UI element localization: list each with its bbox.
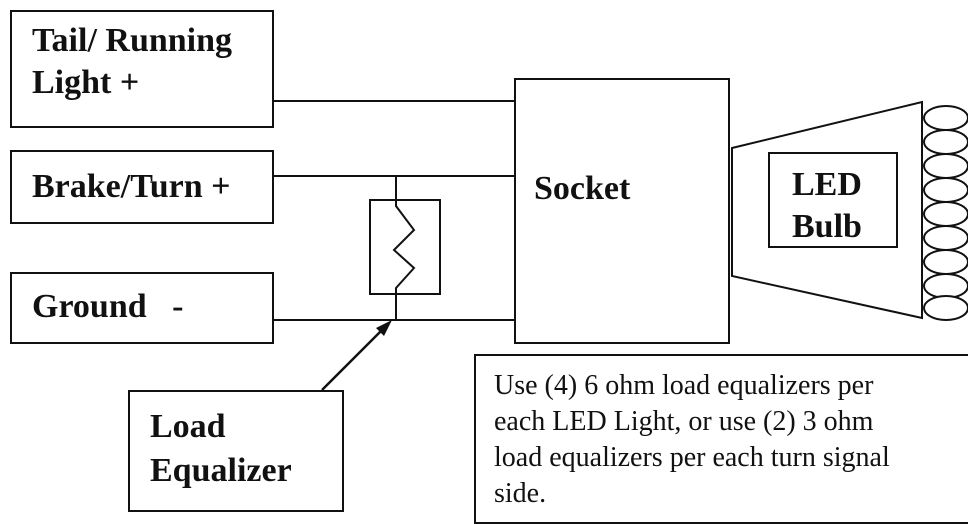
pointer-arrow-head [376,320,392,336]
led-label-line2: Bulb [792,208,862,245]
note-line4: side. [494,478,547,509]
pointer-arrow-line [321,325,387,391]
tail-running-label-line2: Light + [32,64,140,101]
brake-turn-box: Brake/Turn + [10,150,274,224]
ground-label: Ground - [32,288,184,325]
note-line3: load equalizers per each turn signal [494,442,890,473]
socket-label: Socket [534,170,631,207]
resistor-zigzag [392,200,416,294]
load-equalizer-line1: Load [150,408,226,445]
led-bulb-box: LED Bulb [768,152,898,248]
note-box: Use (4) 6 ohm load equalizers per each L… [474,354,968,524]
tail-running-label-line1: Tail/ Running [32,22,233,59]
socket-box: Socket [514,78,730,344]
note-line2: each LED Light, or use (2) 3 ohm [494,406,874,437]
ground-box: Ground - [10,272,274,344]
note-line1: Use (4) 6 ohm load equalizers per [494,370,874,401]
load-equalizer-line2: Equalizer [150,452,292,489]
load-equalizer-box: Load Equalizer [128,390,344,512]
led-label-line1: LED [792,166,862,203]
lamp-coils [923,105,968,321]
tail-running-light-box: Tail/ Running Light + [10,10,274,128]
brake-turn-label: Brake/Turn + [32,168,231,205]
resistor-box [369,199,441,295]
